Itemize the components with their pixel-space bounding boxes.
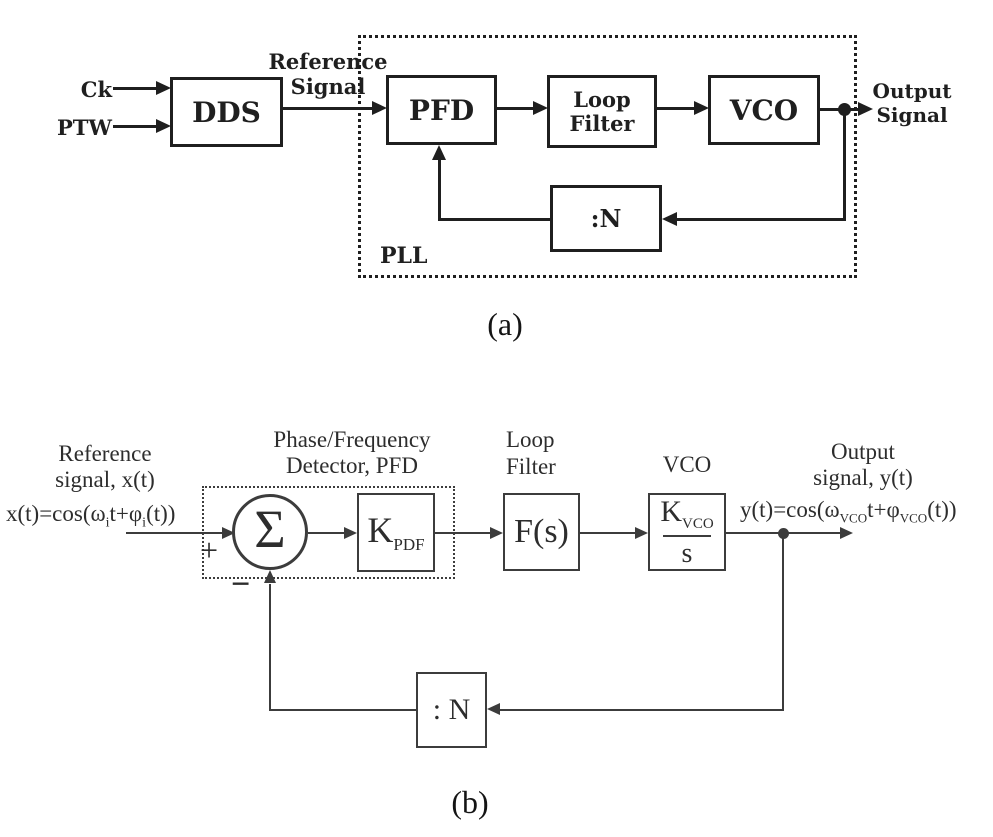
block-loop-filter-label-line2: Filter xyxy=(569,110,635,136)
arrowhead-up-icon xyxy=(432,145,446,160)
connector-kpdf-to-fs xyxy=(435,532,492,534)
formula-y-part1: y(t)=cos(ω xyxy=(740,497,840,522)
pfd-title-label: Phase/Frequency Detector, PFD xyxy=(247,427,457,479)
block-pfd: PFD xyxy=(386,75,497,145)
pfd-title-line2: Detector, PFD xyxy=(286,453,418,478)
block-vco-transfer: KVCO s xyxy=(648,493,726,571)
output-signal-label: Output Signal xyxy=(860,79,964,127)
formula-x-sub1: i xyxy=(105,515,110,531)
feedback-line-to-divider xyxy=(500,709,784,711)
feedback-line-to-divider xyxy=(677,218,846,221)
connector-pfd-to-loopfilter xyxy=(497,107,535,110)
block-pfd-label: PFD xyxy=(408,93,475,127)
formula-y-part3: (t)) xyxy=(927,497,957,522)
block-divider-n: : N xyxy=(416,672,487,748)
arrowhead-right-icon xyxy=(156,81,171,95)
arrowhead-right-icon xyxy=(372,101,387,115)
vco-denominator: s xyxy=(681,537,693,569)
loop-filter-title-label: Loop Filter xyxy=(506,426,556,480)
formula-y-sub1: VCO xyxy=(839,510,868,526)
formula-y-sub2: VCO xyxy=(899,510,928,526)
formula-x-part2: t+φ xyxy=(109,501,143,526)
vco-numerator: KVCO xyxy=(660,494,714,532)
arrowhead-right-icon xyxy=(156,119,171,133)
arrowhead-right-icon xyxy=(858,102,873,116)
connector-loopfilter-to-vco xyxy=(657,107,696,110)
output-signal-label: Output signal, y(t) xyxy=(798,439,928,491)
fs-label: F(s) xyxy=(514,513,569,550)
caption-a: (a) xyxy=(487,306,523,342)
feedback-line-up xyxy=(269,584,271,711)
reference-signal-label-line2: signal, x(t) xyxy=(55,467,155,492)
vco-num-main: K xyxy=(660,494,682,528)
reference-signal-label-line1: Reference xyxy=(268,49,388,74)
connector-fs-to-vco xyxy=(580,532,637,534)
arrowhead-right-icon xyxy=(533,101,548,115)
feedback-line-down xyxy=(782,533,784,711)
formula-y-part2: t+φ xyxy=(867,497,900,522)
output-formula: y(t)=cos(ωVCOt+φVCO(t)) xyxy=(740,497,957,525)
input-label-ck: Ck xyxy=(80,77,112,102)
connector-ptw-to-dds xyxy=(113,125,158,128)
summing-junction: Σ xyxy=(232,494,308,570)
formula-x-sub2: i xyxy=(142,515,147,531)
arrowhead-left-icon xyxy=(662,212,677,226)
arrowhead-right-icon xyxy=(490,527,503,539)
feedback-line-down xyxy=(843,109,846,221)
kpdf-main: K xyxy=(367,509,394,550)
block-dds: DDS xyxy=(170,77,283,147)
connector-sum-to-kpdf xyxy=(308,532,346,534)
reference-signal-label-line1: Reference xyxy=(58,441,152,466)
loop-filter-title-line1: Loop xyxy=(506,427,555,452)
feedback-line-from-divider xyxy=(269,709,416,711)
kpdf-label: KPDF xyxy=(367,512,424,553)
sigma-symbol: Σ xyxy=(254,499,286,559)
arrowhead-left-icon xyxy=(487,703,500,715)
arrowhead-right-icon xyxy=(222,527,235,539)
output-signal-label-line2: signal, y(t) xyxy=(813,465,913,490)
pfd-title-line1: Phase/Frequency xyxy=(273,427,431,452)
connector-dds-to-pfd xyxy=(283,107,374,110)
formula-x-part3: (t)) xyxy=(146,501,176,526)
feedback-line-from-divider xyxy=(438,218,550,221)
arrowhead-right-icon xyxy=(840,527,853,539)
kpdf-sub: PDF xyxy=(393,535,425,555)
feedback-line-up xyxy=(438,159,441,221)
block-loop-filter: Loop Filter xyxy=(547,75,657,148)
block-fs: F(s) xyxy=(503,493,580,571)
block-vco-label: VCO xyxy=(729,93,799,127)
output-signal-label-line1: Output xyxy=(831,439,895,464)
output-signal-label-line2: Signal xyxy=(876,103,948,127)
loop-filter-title-line2: Filter xyxy=(506,454,556,479)
vco-title-label: VCO xyxy=(662,452,712,477)
pll-dotted-boundary xyxy=(358,35,857,278)
sum-plus-sign: + xyxy=(200,532,219,568)
block-loop-filter-label-line1: Loop xyxy=(573,86,631,112)
arrowhead-right-icon xyxy=(344,527,357,539)
reference-signal-label-line2: Signal xyxy=(290,74,366,99)
connector-ck-to-dds xyxy=(113,87,158,90)
reference-signal-label: Reference Signal xyxy=(260,49,396,99)
input-formula: x(t)=cos(ωit+φi(t)) xyxy=(6,501,175,531)
connector-input-to-sum xyxy=(126,532,224,534)
block-divider-n: :N xyxy=(550,185,662,252)
arrowhead-right-icon xyxy=(694,101,709,115)
arrowhead-up-icon xyxy=(264,570,276,583)
pll-label: PLL xyxy=(380,243,428,269)
fraction-bar xyxy=(663,534,711,537)
block-kpdf: KPDF xyxy=(357,493,435,572)
block-vco: VCO xyxy=(708,75,820,145)
block-divider-n-label: : N xyxy=(432,693,471,726)
input-label-ptw: PTW xyxy=(56,115,112,140)
caption-b: (b) xyxy=(451,784,489,820)
block-divider-n-label: :N xyxy=(590,204,622,233)
block-dds-label: DDS xyxy=(192,95,261,129)
output-signal-label-line1: Output xyxy=(872,79,952,103)
reference-signal-label: Reference signal, x(t) xyxy=(35,441,175,493)
vco-num-sub: VCO xyxy=(682,515,714,532)
arrowhead-right-icon xyxy=(635,527,648,539)
formula-x-part1: x(t)=cos(ω xyxy=(6,501,106,526)
sum-minus-sign: − xyxy=(231,566,251,603)
